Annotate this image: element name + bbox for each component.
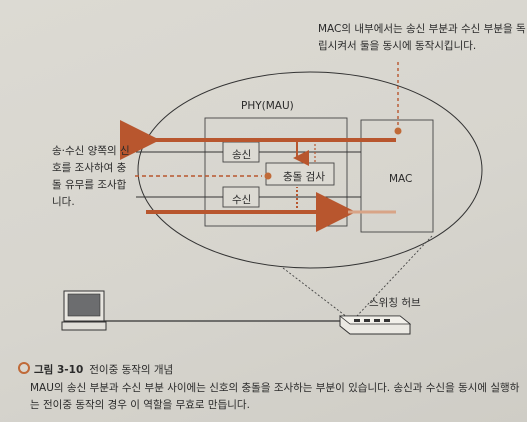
mac-marker-dot [394, 127, 402, 135]
computer-icon [61, 290, 107, 331]
collision-annotation: 송·수신 양쪽의 신호를 조사하여 충돌 유무를 조사합니다. [52, 145, 130, 208]
figure-number: 그림 3-10 [34, 364, 84, 376]
switching-hub-icon [338, 315, 412, 335]
switching-hub-label: 스위칭 허브 [369, 297, 421, 309]
figure-caption: 그림 3-10 전이중 동작의 개념 [18, 362, 173, 377]
phy-box [204, 117, 348, 227]
figure-title: 전이중 동작의 개념 [89, 364, 174, 376]
receive-label: 수신 [232, 194, 252, 206]
mac-box [360, 119, 434, 233]
mac-annotation: MAC의 내부에서는 송신 부분과 수신 부분을 독립시켜서 둘을 동시에 동작… [318, 23, 526, 52]
phy-label: PHY(MAU) [241, 100, 294, 112]
full-duplex-diagram [61, 62, 483, 335]
mac-label: MAC [389, 173, 413, 185]
ethernet-card-ellipse [137, 71, 483, 269]
collision-marker-dot [264, 172, 272, 180]
collision-check-label: 충돌 검사 [283, 171, 325, 183]
zoom-line-right [355, 235, 433, 318]
zoom-line-left [282, 267, 348, 318]
caption-bullet-icon [18, 362, 30, 374]
figure-description: MAU의 송신 부분과 수신 부분 사이에는 신호의 충돌을 조사하는 부분이 … [30, 382, 520, 411]
transmit-label: 송신 [232, 149, 252, 161]
